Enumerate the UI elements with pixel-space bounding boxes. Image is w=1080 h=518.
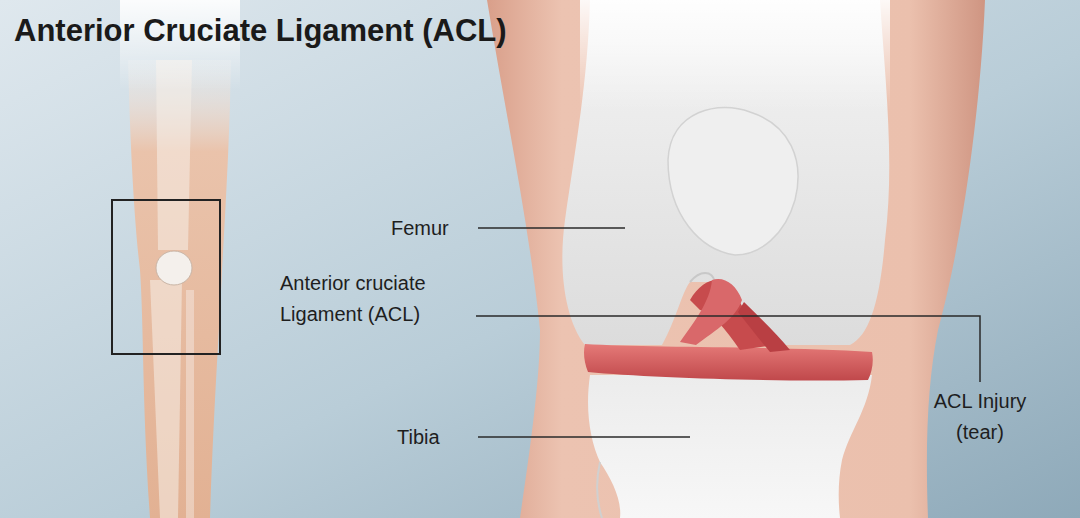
leg-skin bbox=[487, 0, 985, 518]
leader-line bbox=[476, 316, 980, 382]
acl-ligament bbox=[680, 279, 742, 345]
title: Anterior Cruciate Ligament (ACL) bbox=[14, 12, 507, 50]
part-label: ACL Injury (tear) bbox=[918, 386, 1042, 448]
fade bbox=[580, 0, 890, 110]
zoom-frame bbox=[112, 200, 220, 354]
leader-line bbox=[478, 436, 690, 438]
fibula-overview bbox=[186, 290, 194, 518]
part-label: Tibia bbox=[397, 422, 473, 453]
femur-bone bbox=[562, 0, 889, 345]
meniscus bbox=[584, 344, 873, 381]
patella bbox=[668, 107, 798, 255]
notch-edge bbox=[690, 273, 715, 282]
patella-overview bbox=[156, 251, 192, 285]
leader-line bbox=[478, 227, 625, 229]
tibia-overview bbox=[150, 280, 182, 518]
tibia-bone bbox=[588, 375, 872, 518]
leg-overview bbox=[128, 60, 231, 518]
part-label: Femur bbox=[391, 213, 471, 244]
tibia-edge bbox=[597, 462, 602, 518]
part-label: Anterior cruciate Ligament (ACL) bbox=[280, 268, 470, 330]
acl-tear bbox=[738, 302, 790, 352]
